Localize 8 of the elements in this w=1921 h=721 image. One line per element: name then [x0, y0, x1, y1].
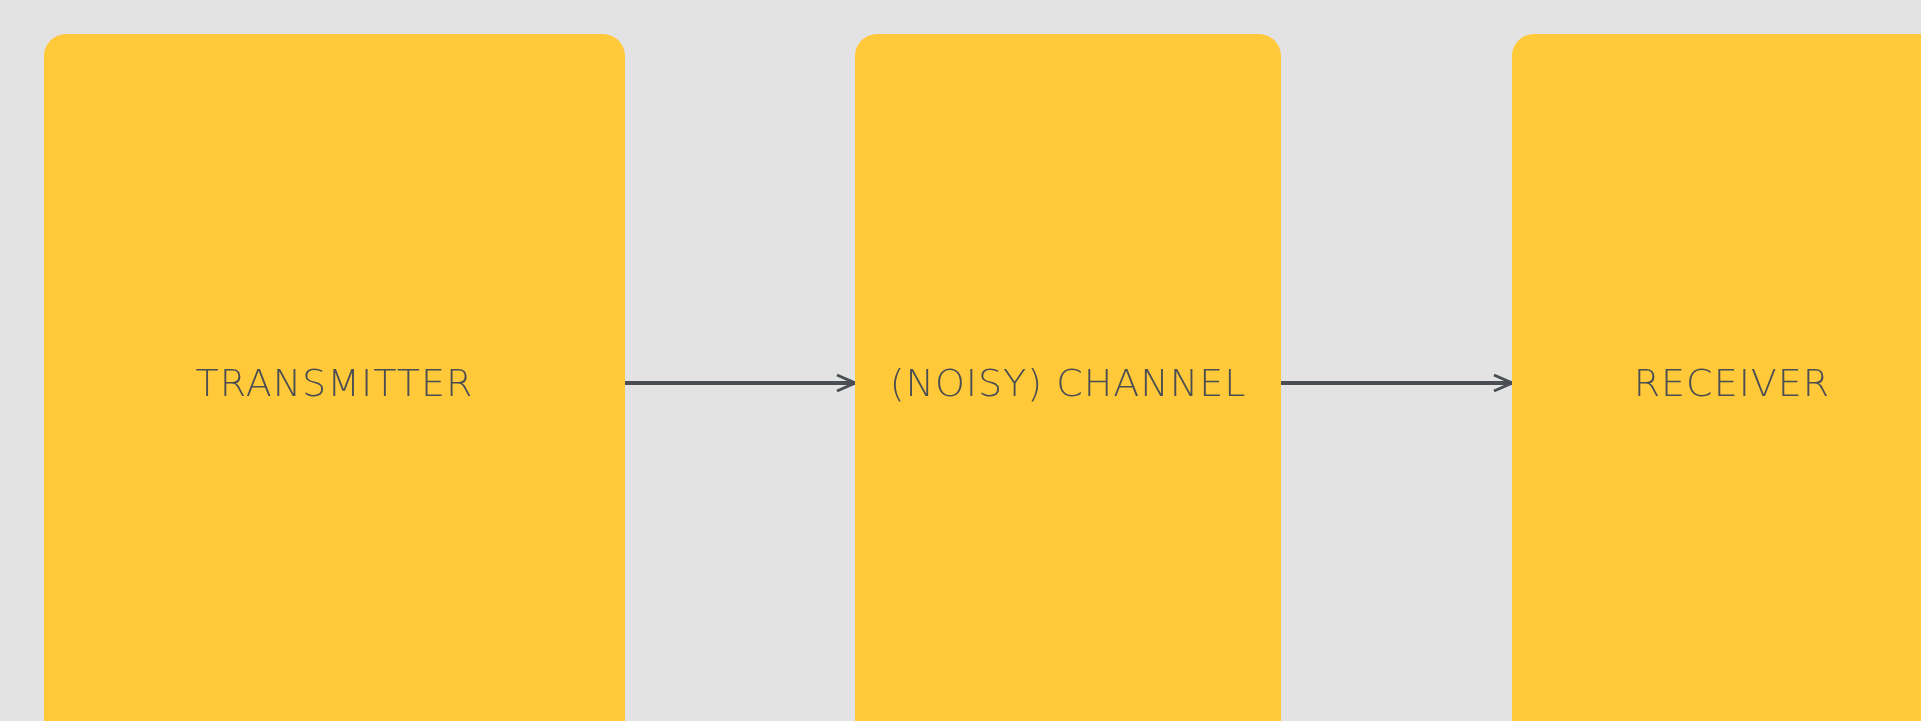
process-box	[44, 34, 625, 721]
box-label: TRANSMITTER	[195, 359, 474, 407]
arrow	[625, 373, 857, 393]
arrow	[1281, 373, 1514, 393]
box-label: RECEIVER	[1633, 359, 1831, 407]
box-label: (NOISY) CHANNEL	[889, 359, 1247, 407]
process-box	[1512, 34, 1921, 721]
process-box	[855, 34, 1281, 721]
